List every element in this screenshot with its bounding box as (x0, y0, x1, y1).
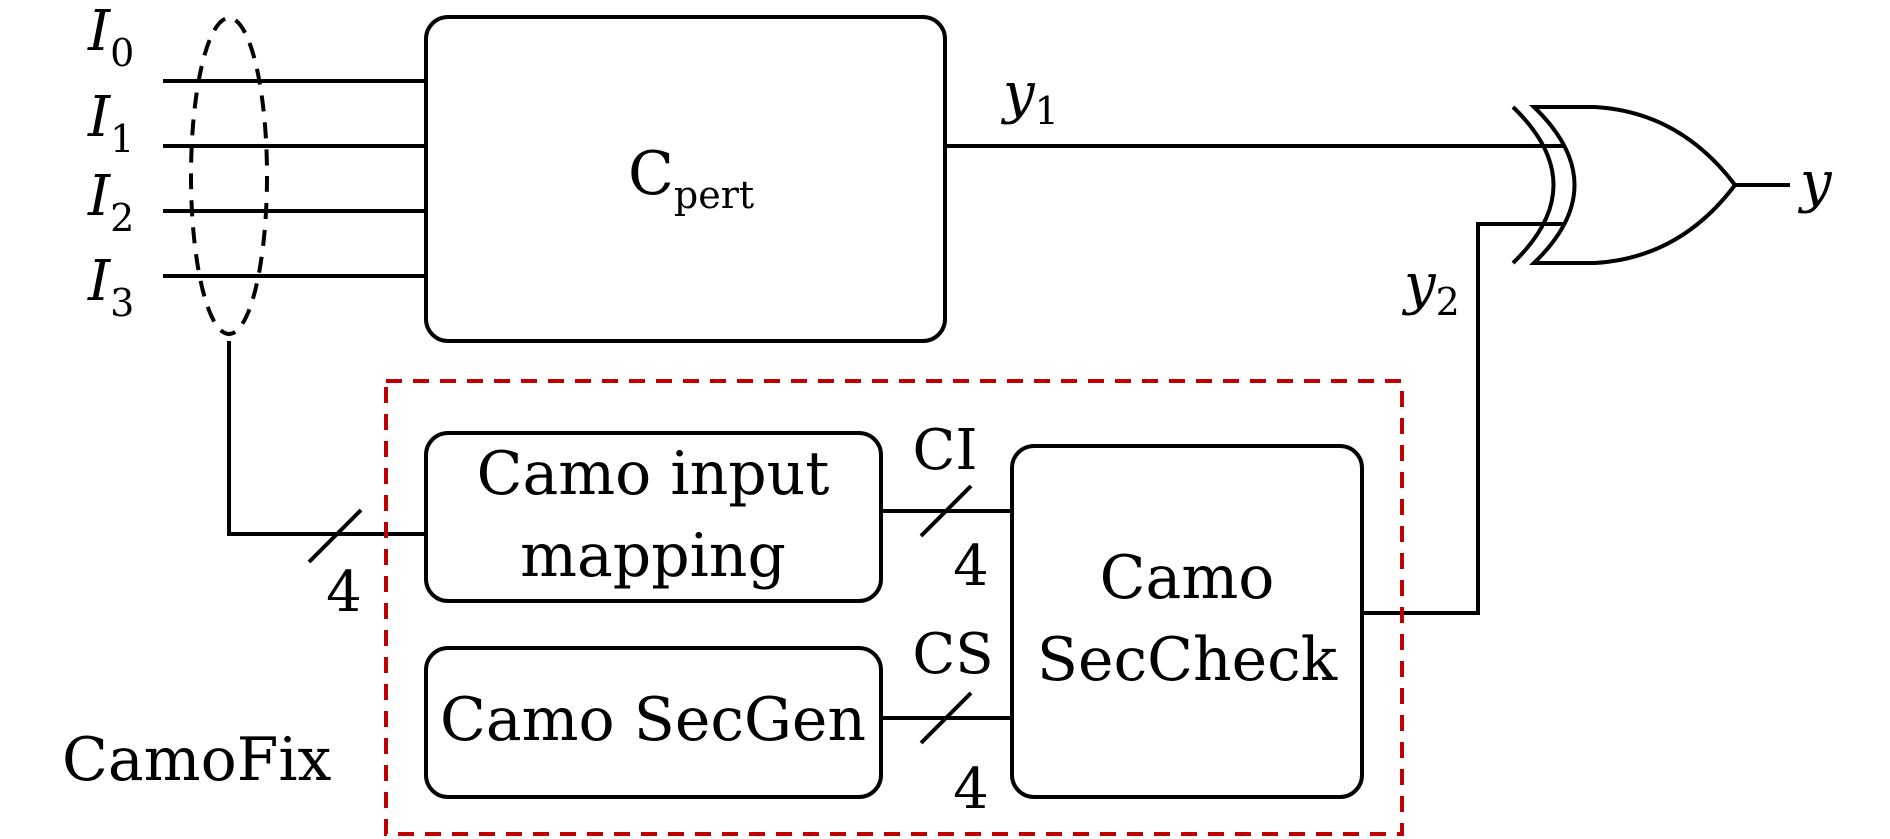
cs-label: CS (912, 622, 993, 687)
camo-secgen-label: Camo SecGen (440, 685, 866, 755)
y2-label: y2 (1401, 252, 1460, 324)
camo-secgen-block (424, 646, 883, 799)
ci-width-label: 4 (953, 534, 989, 599)
camo-seccheck-block (1010, 444, 1364, 799)
camo-input-mapping-line2: mapping (520, 521, 786, 591)
input-label-i3: I3 (87, 249, 134, 325)
xor-gate (1511, 105, 1738, 265)
input-bus-ellipse (189, 16, 269, 336)
ci-bus-slash (919, 484, 973, 538)
camo-input-mapping-line1: Camo input (477, 439, 830, 509)
input-label-i0: I0 (87, 0, 134, 75)
cs-width-label: 4 (953, 757, 989, 822)
camofix-label: CamoFix (62, 725, 332, 795)
input-bus-slash (307, 508, 363, 564)
cpert-block (424, 15, 947, 343)
camo-input-mapping-block (424, 431, 883, 603)
input-label-i2: I2 (87, 164, 134, 240)
output-label-y: y (1797, 150, 1833, 215)
cpert-label: Cpert (628, 139, 754, 217)
camo-seccheck-line1: Camo (1100, 543, 1275, 613)
xor-gate-body (1529, 105, 1738, 265)
y2-wire (1362, 222, 1565, 615)
camofix-frame (384, 379, 1404, 836)
cs-bus-slash (919, 691, 973, 745)
input-bus-wire (227, 341, 426, 536)
y1-label: y1 (1000, 61, 1059, 133)
input-bus-width-label: 4 (326, 560, 362, 625)
camo-seccheck-line2: SecCheck (1037, 625, 1338, 695)
ci-label: CI (913, 418, 978, 483)
xor-gate-extra-arc (1511, 105, 1556, 265)
input-label-i1: I1 (87, 85, 134, 161)
